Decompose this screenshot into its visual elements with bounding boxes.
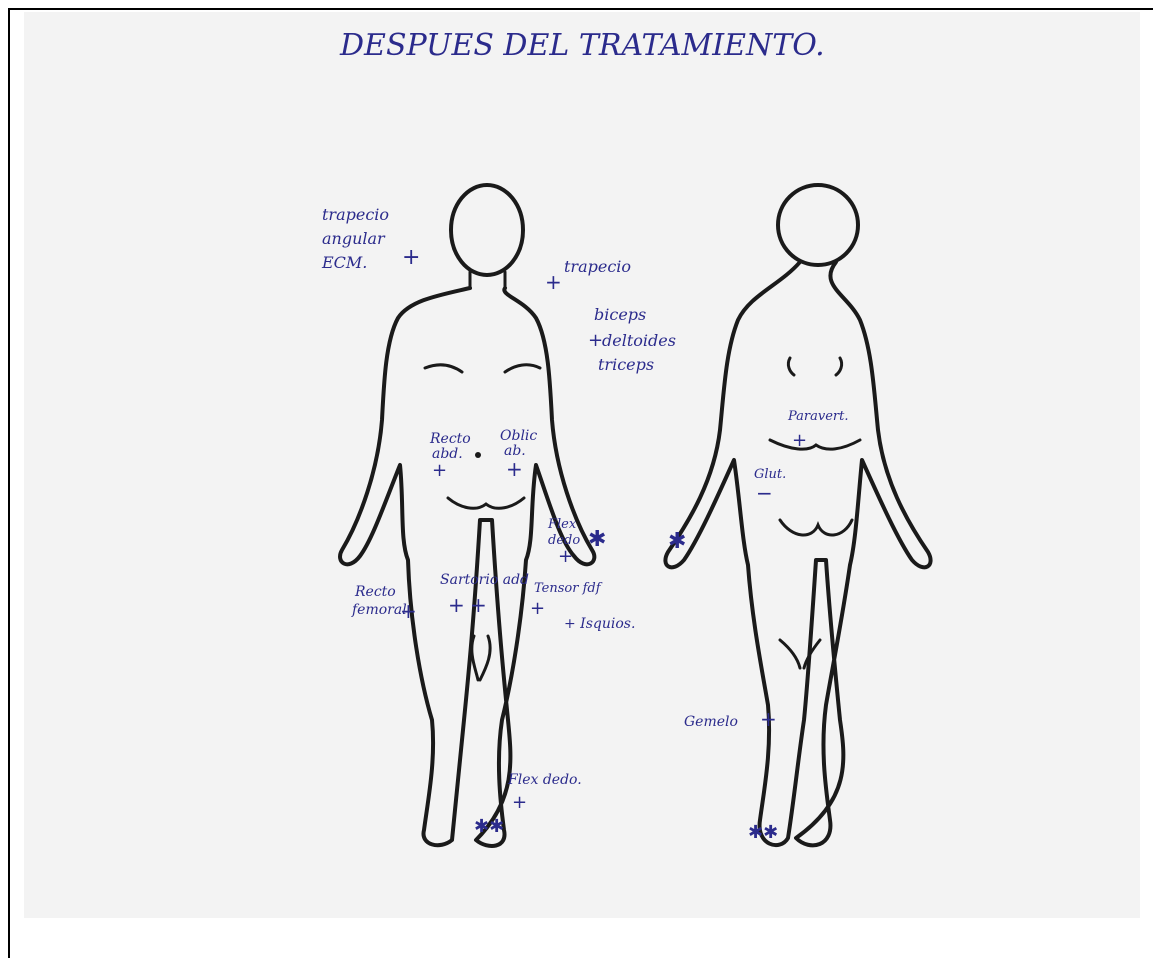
plus-mark-lumbar: + [792,430,807,451]
annotation-ecm: ECM. [321,253,367,272]
plus-mark-abdomen-left: + [432,460,447,481]
plus-mark-thigh-1: + [448,593,465,617]
double-star-mark-back-foot: ✱✱ [748,822,778,843]
star-mark-back-hand: ✱ [668,529,686,554]
annotation-biceps: biceps [594,305,646,324]
annotation-glut: Glut. [754,467,786,482]
front-head [451,185,523,275]
front-torso-outline [340,288,594,846]
page-title: DESPUES DEL TRATAMIENTO. [339,28,825,63]
back-annotations: Paravert. + Glut. − ✱ Gemelo + ✱✱ [668,409,849,843]
back-glute-line [780,520,852,535]
plus-mark-foot: + [512,792,527,813]
plus-mark-neck-left: + [402,245,420,270]
navel [475,452,481,458]
double-star-mark-foot: ✱✱ [474,816,504,837]
plus-mark-thigh-2: + [470,593,487,617]
plus-mark-thigh-left: + [400,599,417,623]
annotation-trapecio-right: trapecio [564,257,631,276]
plus-mark-abdomen-right: + [506,457,523,481]
annotation-flex-dedo-foot: Flex dedo. [507,772,582,788]
plus-mark-thigh-right: + [530,598,545,619]
annotation-isquios: + Isquios. [564,616,635,632]
annotation-triceps: triceps [598,355,654,374]
back-head [778,185,858,265]
back-scapula-lines [788,358,841,375]
annotation-recto-femoral: Recto [354,584,396,600]
annotation-gemelo: Gemelo [684,714,738,730]
annotation-recto: Recto [429,431,471,447]
annotation-femoral: femoral [351,602,407,618]
annotation-trapecio-left: trapecio [322,205,389,224]
plus-mark-deltoides: + [588,330,603,351]
annotation-sartorio: Sartorio add [440,572,529,588]
front-knee-line [472,636,490,680]
plus-mark-hand: + [558,546,573,567]
plus-mark-calf: + [760,707,777,731]
annotation-angular: angular [322,229,386,248]
minus-mark-glute: − [756,481,773,505]
annotation-flex: Flex [547,517,577,532]
annotation-paravert: Paravert. [787,409,849,424]
plus-mark-neck-right: + [545,270,562,294]
front-pelvis-line [448,498,524,508]
back-torso-outline [665,262,930,845]
back-body-figure [665,185,930,845]
star-mark-hand: ✱ [588,527,606,552]
back-knee-lines [780,640,820,668]
back-lumbar-line [770,440,860,449]
annotation-oblic: Oblic [500,428,537,444]
front-chest-lines [425,365,540,372]
annotation-deltoides: deltoides [602,331,676,350]
annotation-tensor: Tensor fdf [534,581,603,596]
